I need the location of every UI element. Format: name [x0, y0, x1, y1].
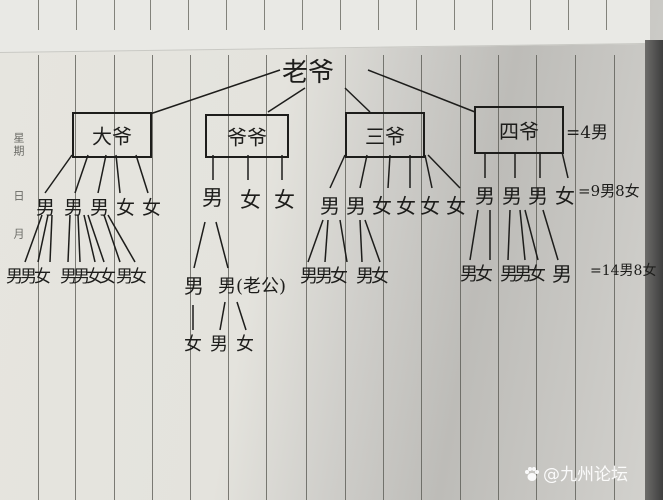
grandchild: 男: [184, 274, 204, 298]
branch-box-4: 四爷: [474, 106, 564, 154]
watermark-text: @九州论坛: [543, 465, 628, 485]
grandchild-group: 男女: [356, 266, 389, 287]
margin-label-month: 月: [12, 228, 25, 241]
child: 男: [475, 184, 495, 208]
watermark: @九州论坛: [524, 460, 628, 485]
root-ancestor: 老爷: [282, 58, 335, 88]
child: 女: [372, 194, 392, 218]
grandchild-group: 男女: [460, 264, 493, 285]
child: 女: [555, 184, 575, 208]
child: 男: [36, 197, 56, 219]
great-grandchild: 女: [184, 334, 202, 355]
grandchild-group: 男男女: [500, 264, 546, 285]
child: 女: [142, 197, 162, 219]
child: 女: [446, 194, 466, 218]
child: 女: [274, 188, 295, 212]
great-grandchild: 女: [236, 334, 254, 355]
paw-icon: [525, 467, 539, 481]
child: 男: [502, 184, 522, 208]
margin-label-weekday: 星期: [12, 132, 25, 158]
child: 男: [202, 186, 223, 210]
branch-box-3: 三爷: [345, 112, 425, 158]
grandchild-group: 男男女女: [60, 267, 116, 287]
grandchild-group: 男男女: [300, 266, 348, 287]
child: 男: [320, 194, 340, 218]
great-grandchild: 男: [210, 334, 228, 355]
annotation-gen3: =14男8女: [590, 263, 657, 279]
background-edge: [645, 40, 663, 500]
annotation-branch-4: =4男: [566, 123, 609, 143]
grandchild-husband: 男(老公): [218, 276, 287, 297]
grandchild: 男: [552, 262, 572, 286]
child: 女: [116, 197, 136, 219]
branch-box-1: 大爷: [72, 112, 152, 158]
margin-label-day: 日: [12, 190, 25, 203]
annotation-gen2: =9男8女: [578, 182, 640, 200]
child: 男: [90, 197, 110, 219]
branch-box-2: 爷爷: [205, 114, 289, 158]
child: 男: [346, 194, 366, 218]
child: 女: [396, 194, 416, 218]
child: 女: [240, 188, 261, 212]
grandchild-group: 男男女: [6, 267, 51, 287]
child: 男: [64, 197, 84, 219]
child: 男: [528, 184, 548, 208]
grandchild-group: 男女: [116, 267, 147, 287]
child: 女: [420, 194, 440, 218]
